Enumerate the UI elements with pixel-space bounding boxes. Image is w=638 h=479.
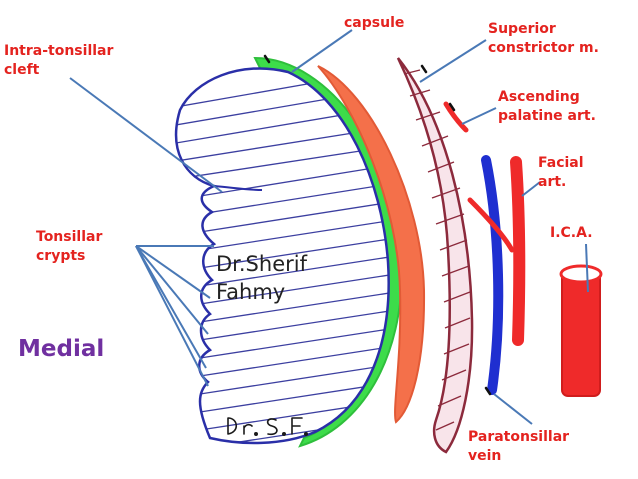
pointer-facial-artery	[521, 181, 541, 197]
tonsillar-crypts-label-line1: Tonsillar	[36, 229, 103, 245]
pin-mark-4	[484, 386, 492, 396]
facial-artery-label-line2: art.	[538, 174, 567, 190]
ica-label: I.C.A.	[550, 224, 593, 243]
tonsillar-crypts-label-line2: crypts	[36, 248, 86, 264]
paratonsillar-vein-label-line2: vein	[468, 448, 502, 464]
superior-constrictor-hatching	[403, 69, 471, 431]
intra-tonsillar-cleft-label: Intra-tonsillar cleft	[4, 42, 113, 80]
facial-artery-branch	[467, 197, 515, 253]
superior-constrictor-label: Superior constrictor m.	[488, 20, 599, 58]
pointer-superior-constrictor	[419, 39, 487, 83]
ascending-palatine-artery	[443, 101, 469, 133]
pointer-crypt-5	[135, 245, 209, 387]
pointer-crypt-3	[135, 245, 209, 335]
facial-artery	[510, 156, 526, 346]
pin-marks	[263, 54, 492, 396]
capsule-label-text: capsule	[344, 15, 405, 31]
pointer-capsule	[291, 29, 353, 73]
pin-mark-1	[263, 54, 271, 64]
pointer-lines	[69, 29, 589, 425]
intra-tonsillar-cleft-label-line1: Intra-tonsillar	[4, 43, 114, 59]
facial-artery-label: Facial art.	[538, 154, 584, 192]
tonsil-hatching	[176, 79, 389, 443]
pointer-ascending-palatine	[461, 107, 497, 125]
paratonsillar-vein-label-line1: Paratonsillar	[468, 429, 570, 445]
paratonsillar-vein-label: Paratonsillar vein	[468, 428, 569, 466]
medial-label-text: Medial	[18, 336, 105, 362]
capsule-label: capsule	[344, 14, 404, 33]
pointer-paratonsillar-vein	[493, 393, 533, 425]
pointer-ica	[585, 243, 589, 293]
superior-constrictor-label-line1: Superior	[488, 21, 556, 37]
ica-label-text: I.C.A.	[550, 225, 593, 241]
pointer-crypt-4	[135, 245, 207, 369]
handwritten-signature	[227, 417, 308, 436]
author-watermark-line1: Dr.Sherif	[216, 252, 307, 276]
medial-label: Medial	[18, 336, 105, 362]
internal-carotid-artery	[559, 264, 603, 397]
pin-mark-2	[420, 64, 428, 74]
tonsil-outline	[174, 67, 390, 445]
author-watermark: Dr.Sherif Fahmy	[216, 250, 307, 306]
superior-constrictor-muscle	[396, 57, 474, 454]
superior-constrictor-label-line2: constrictor m.	[488, 40, 599, 56]
intra-tonsillar-cleft-line	[213, 185, 263, 191]
pointer-intra-tonsillar-cleft	[69, 77, 223, 193]
ascending-palatine-label-line2: palatine art.	[498, 108, 596, 124]
pin-mark-3	[448, 102, 456, 112]
intra-tonsillar-cleft-label-line2: cleft	[4, 62, 40, 78]
orange-muscle-layer	[317, 65, 426, 424]
ascending-palatine-label-line1: Ascending	[498, 89, 580, 105]
tonsillar-crypts-label: Tonsillar crypts	[36, 228, 102, 266]
ascending-palatine-label: Ascending palatine art.	[498, 88, 596, 126]
pointer-crypt-2	[135, 245, 211, 299]
author-watermark-line2: Fahmy	[216, 280, 286, 304]
paratonsillar-vein	[481, 155, 504, 395]
facial-artery-label-line1: Facial	[538, 155, 584, 171]
